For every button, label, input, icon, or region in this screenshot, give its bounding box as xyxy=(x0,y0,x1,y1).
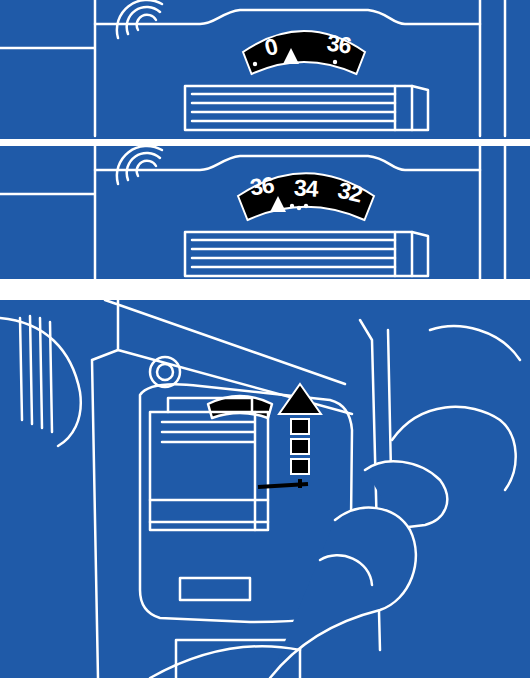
left-hand xyxy=(270,508,416,678)
body-edge xyxy=(92,350,118,678)
left-hand xyxy=(150,646,300,678)
arrow-segment xyxy=(291,459,309,474)
frame-dot xyxy=(333,60,337,64)
frame-number: 32 xyxy=(336,178,364,206)
frame-number: 36 xyxy=(326,31,353,57)
shoe-clip xyxy=(168,398,252,412)
panel xyxy=(0,300,530,678)
accessory-shoe xyxy=(150,412,268,530)
frame-dot xyxy=(297,206,301,210)
frame-counter-window: 36 34 32 xyxy=(238,172,374,220)
arrow-head xyxy=(279,384,321,414)
camera-top-detail xyxy=(0,146,505,282)
camera-top-detail xyxy=(0,0,505,136)
frame-number: 36 xyxy=(249,173,276,199)
finger xyxy=(320,555,372,585)
frame-counter-window: 036 xyxy=(243,30,365,74)
window-shape xyxy=(238,173,374,220)
screw-ring xyxy=(157,364,173,380)
frame-dot xyxy=(290,204,294,208)
index-pointer xyxy=(283,48,299,64)
window-shape xyxy=(243,31,365,74)
prism-edge xyxy=(105,300,352,414)
shoe-rails xyxy=(150,412,268,530)
frame-number: 34 xyxy=(293,176,318,201)
arrow-segment xyxy=(291,439,309,454)
screw-ring xyxy=(150,357,180,387)
lever xyxy=(298,479,302,488)
small-counter-window xyxy=(208,396,272,418)
arrow-segment xyxy=(291,419,309,434)
lens-grip xyxy=(20,316,52,432)
push-arrow xyxy=(258,384,321,488)
panel xyxy=(0,0,530,139)
frame-dot xyxy=(304,204,308,208)
frame-dot xyxy=(253,62,257,66)
camera-bottom-view xyxy=(0,300,520,678)
index-pointer xyxy=(270,196,286,212)
